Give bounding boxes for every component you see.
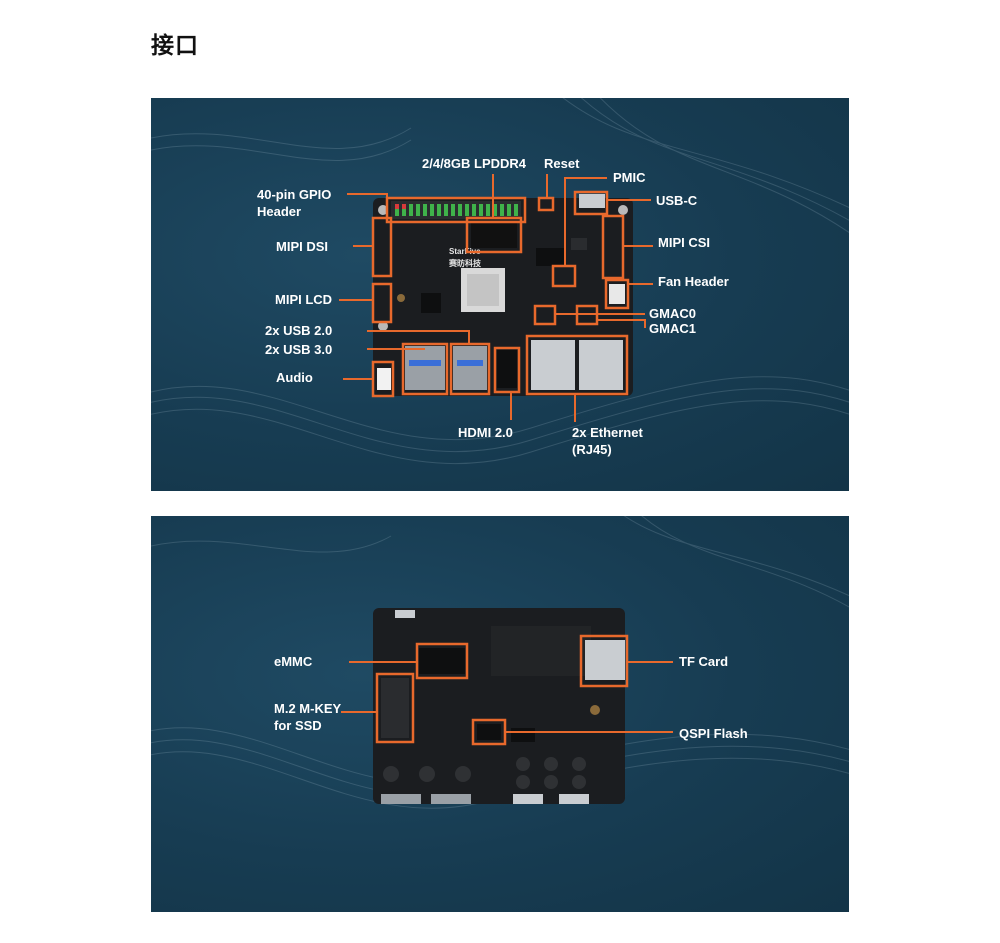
callout-usb-c — [573, 190, 609, 216]
gpio-pins — [391, 201, 521, 219]
label-gpio-line1: 40-pin GPIO — [257, 187, 331, 202]
board-top-diagram: StarFive 赛昉科技 — [151, 98, 849, 491]
label-usb-c: USB-C — [656, 193, 698, 208]
usb20-port — [405, 346, 445, 390]
label-hdmi: HDMI 2.0 — [458, 425, 513, 440]
m2-slot — [381, 678, 409, 738]
label-reset: Reset — [544, 156, 580, 171]
callout-gpio — [385, 196, 527, 224]
callout-hdmi — [493, 346, 521, 394]
label-emmc: eMMC — [274, 654, 313, 669]
usb-c-port — [579, 194, 605, 208]
emmc-chip — [419, 648, 465, 674]
board-top-svg: StarFive 赛昉科技 — [151, 98, 849, 465]
rj45-port-2 — [579, 340, 623, 390]
board-logo-text: StarFive — [449, 247, 481, 256]
label-usb30: 2x USB 3.0 — [265, 342, 332, 357]
fan-header-connector — [609, 284, 625, 304]
usb30-port — [453, 346, 487, 390]
qspi-chip — [477, 724, 501, 740]
label-pmic: PMIC — [613, 170, 646, 185]
label-mipi-dsi: MIPI DSI — [276, 239, 328, 254]
label-m2-line1: M.2 M-KEY — [274, 701, 342, 716]
callout-boxes — [371, 190, 630, 398]
callout-ethernet — [525, 334, 629, 396]
lpddr4-chip — [471, 222, 517, 248]
label-gpio-line2: Header — [257, 204, 301, 219]
callout-fan-header — [604, 278, 630, 310]
leader-lines — [339, 174, 653, 422]
label-tf-card: TF Card — [679, 654, 728, 669]
board-bottom-diagram: eMMC M.2 M-KEY for SSD TF Card QSPI Flas… — [151, 516, 849, 912]
label-usb20: 2x USB 2.0 — [265, 323, 332, 338]
hdmi-port — [497, 350, 517, 388]
audio-jack — [377, 368, 391, 390]
leader-lines-bottom — [341, 661, 673, 733]
label-ethernet-line2: (RJ45) — [572, 442, 612, 457]
background-waves — [151, 98, 849, 465]
label-gmac0: GMAC0 — [649, 306, 696, 321]
callout-m2 — [375, 672, 415, 744]
section-title: 接口 — [151, 33, 199, 59]
label-m2-line2: for SSD — [274, 718, 322, 733]
label-fan-header: Fan Header — [658, 274, 729, 289]
label-qspi-flash: QSPI Flash — [679, 726, 748, 741]
label-mipi-lcd: MIPI LCD — [275, 292, 332, 307]
board-bottom-svg: eMMC M.2 M-KEY for SSD TF Card QSPI Flas… — [151, 516, 849, 809]
callout-usb20 — [401, 342, 449, 396]
label-ethernet-line1: 2x Ethernet — [572, 425, 643, 440]
label-gmac1: GMAC1 — [649, 321, 696, 336]
tf-card-slot — [585, 640, 625, 680]
label-mipi-csi: MIPI CSI — [658, 235, 710, 250]
label-audio: Audio — [276, 370, 313, 385]
rj45-port-1 — [531, 340, 575, 390]
board-logo-cn-text: 赛昉科技 — [448, 258, 482, 268]
label-lpddr4: 2/4/8GB LPDDR4 — [422, 156, 527, 171]
callout-mipi-lcd — [371, 282, 393, 324]
